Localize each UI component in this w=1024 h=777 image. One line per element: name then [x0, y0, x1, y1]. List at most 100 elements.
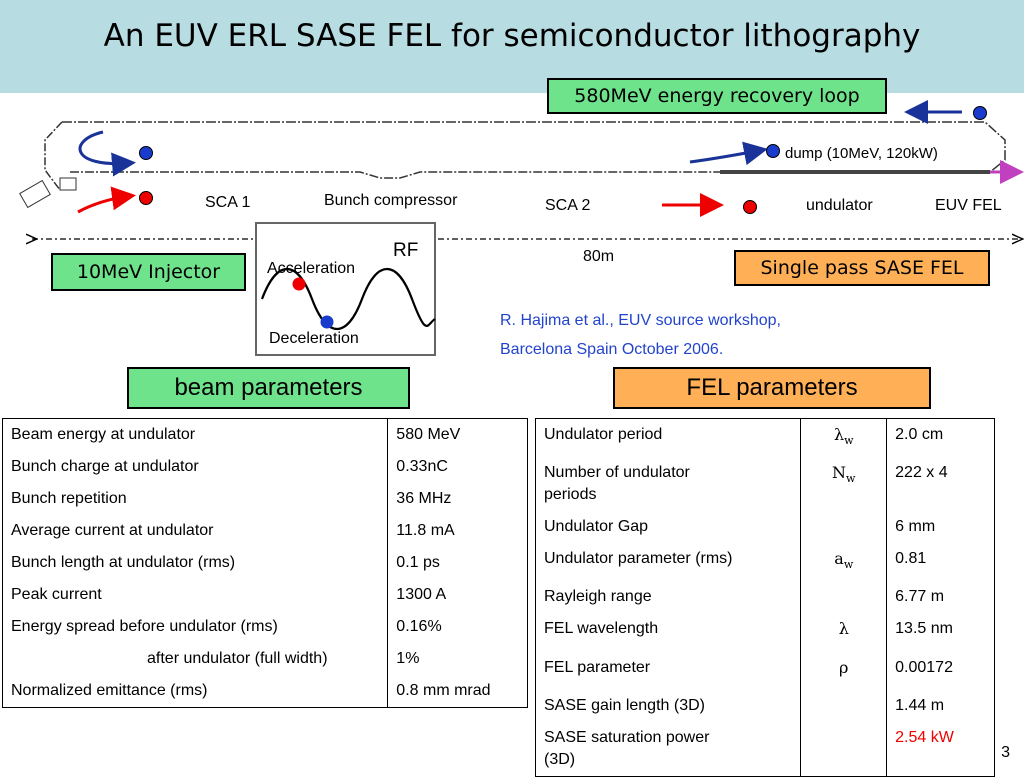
param-name: FEL parameter — [544, 658, 651, 676]
param-value: 13.5 nm — [886, 613, 995, 652]
page-number: 3 — [1001, 744, 1010, 761]
param-value: 0.8 mm mrad — [387, 675, 528, 708]
param-name: Number of undulator periods — [544, 464, 690, 504]
acceleration-label: Acceleration — [267, 260, 356, 277]
param-value: 2.54 kW — [886, 721, 995, 777]
param-value: 36 MHz — [387, 483, 528, 515]
sase-fel-label: Single pass SASE FEL — [734, 250, 990, 286]
param-value: 580 MeV — [387, 418, 528, 451]
param-name: SASE saturation power (3D) — [544, 728, 710, 768]
injector-block — [19, 177, 77, 209]
fel-parameters-header: FEL parameters — [613, 367, 931, 409]
blue-bunch-marker — [766, 144, 780, 158]
table-row: Average current at undulator 11.8 mA — [3, 515, 528, 547]
param-name: Bunch repetition — [11, 490, 127, 507]
rf-wave — [260, 268, 436, 330]
param-value: 6.77 m — [886, 581, 995, 614]
table-row: Bunch charge at undulator 0.33nC — [3, 451, 528, 483]
table-row: Energy spread before undulator (rms) 0.16… — [3, 611, 528, 643]
red-bunch-marker — [743, 200, 757, 214]
table-row: Rayleigh range 6.77 m — [536, 581, 995, 614]
length-label: 80m — [583, 248, 615, 265]
table-row: Beam energy at undulator 580 MeV — [3, 418, 528, 451]
param-symbol: λ — [800, 613, 887, 652]
reference-line-1: R. Hajima et al., EUV source workshop, — [500, 312, 781, 329]
blue-bunch-marker — [139, 146, 153, 160]
slide-title: An EUV ERL SASE FEL for semiconductor li… — [103, 18, 921, 54]
rf-label: RF — [393, 240, 419, 261]
param-value: 1% — [387, 643, 528, 675]
title-bar — [0, 0, 1024, 93]
main-linac-beamline — [70, 160, 1024, 184]
param-name: after undulator (full width) — [147, 650, 328, 667]
param-value: 222 x 4 — [886, 457, 995, 512]
rf-inset: RF Acceleration Deceleration — [255, 222, 436, 356]
param-name: Beam energy at undulator — [11, 426, 196, 443]
param-name: Peak current — [11, 586, 102, 603]
param-value: 0.33nC — [387, 451, 528, 483]
blue-bunch-marker — [973, 106, 987, 120]
param-name: Rayleigh range — [544, 588, 652, 606]
erl-layout-diagram — [19, 100, 1024, 270]
loop-label: 580MeV energy recovery loop — [547, 78, 887, 114]
bunch-compressor-label: Bunch compressor — [324, 192, 458, 209]
dump-arrow — [689, 141, 768, 166]
sca2-label: SCA 2 — [545, 197, 591, 214]
table-row: SASE saturation power (3D) 2.54 kW — [536, 721, 995, 777]
beam-parameters-header: beam parameters — [127, 367, 410, 409]
param-name: Bunch charge at undulator — [11, 458, 199, 475]
acceleration-bunch-dot — [292, 277, 306, 291]
param-symbol — [800, 511, 887, 544]
param-name: SASE gain length (3D) — [544, 696, 705, 714]
beam-parameters-table: Beam energy at undulator 580 MeV Bunch ch… — [2, 418, 528, 708]
param-name: Average current at undulator — [11, 522, 214, 539]
red-bunch-marker — [139, 191, 153, 205]
param-value: 0.1 ps — [387, 547, 528, 579]
param-symbol: aw — [800, 543, 887, 582]
deceleration-label: Deceleration — [269, 330, 359, 347]
table-row: Undulator Gap 6 mm — [536, 511, 995, 544]
param-symbol: λw — [800, 418, 887, 458]
param-value: 1.44 m — [886, 689, 995, 722]
param-symbol: Nw — [800, 457, 887, 512]
param-value: 11.8 mA — [387, 515, 528, 547]
param-value: 1300 A — [387, 579, 528, 611]
reference-line-2: Barcelona Spain October 2006. — [500, 341, 724, 358]
param-value: 0.81 — [886, 543, 995, 582]
param-value: 2.0 cm — [886, 418, 995, 458]
param-symbol — [800, 689, 887, 722]
deceleration-bunch-dot — [320, 315, 334, 329]
injection-arrow — [77, 186, 136, 214]
table-row: Bunch repetition 36 MHz — [3, 483, 528, 515]
param-name: Undulator parameter (rms) — [544, 550, 733, 568]
param-symbol — [800, 721, 887, 777]
undulator-label: undulator — [806, 197, 873, 214]
param-name: Energy spread before undulator (rms) — [11, 618, 278, 635]
injector-label: 10MeV Injector — [51, 253, 246, 291]
param-name: Undulator Gap — [544, 518, 649, 536]
table-row: Normalized emittance (rms) 0.8 mm mrad — [3, 675, 528, 708]
table-row: Bunch length at undulator (rms) 0.1 ps — [3, 547, 528, 579]
table-row: Peak current 1300 A — [3, 579, 528, 611]
table-row: SASE gain length (3D) 1.44 m — [536, 689, 995, 722]
sca1-label: SCA 1 — [205, 194, 251, 211]
param-value: 0.16% — [387, 611, 528, 643]
param-symbol: ρ — [800, 651, 887, 690]
param-name: Bunch length at undulator (rms) — [11, 554, 236, 571]
euv-fel-label: EUV FEL — [935, 197, 1002, 214]
loop-entry-arrow — [78, 130, 136, 177]
table-row: after undulator (full width) 1% — [3, 643, 528, 675]
param-name: FEL wavelength — [544, 620, 659, 638]
param-value: 6 mm — [886, 511, 995, 544]
reference-citation: R. Hajima et al., EUV source workshop, B… — [500, 306, 781, 364]
param-symbol — [800, 581, 887, 614]
param-name: Normalized emittance (rms) — [11, 682, 208, 699]
param-value: 0.00172 — [886, 651, 995, 690]
param-name: Undulator period — [544, 426, 663, 443]
